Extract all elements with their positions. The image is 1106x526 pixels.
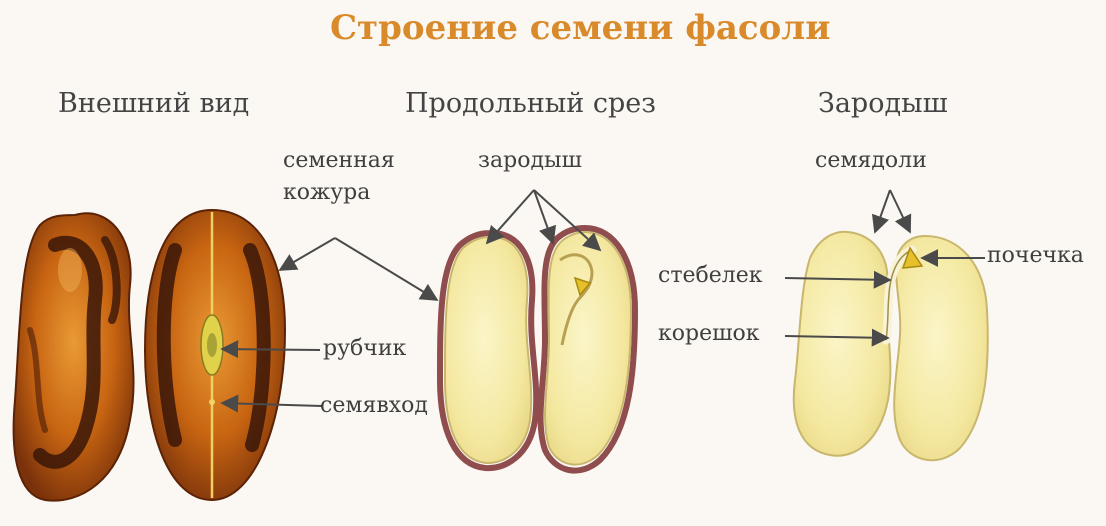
label-micropyle: семявход: [320, 393, 428, 418]
heading-exterior: Внешний вид: [58, 88, 250, 119]
label-cotyledons: семядоли: [815, 148, 927, 173]
label-stem: стебелек: [658, 263, 763, 288]
pointer-lines: [220, 189, 985, 413]
bean-side-view: [12, 212, 135, 502]
bean-front-view: [143, 208, 287, 502]
page-title: Строение семени фасоли: [330, 8, 831, 48]
embryo-right-cotyledon: [893, 234, 989, 462]
label-embryo: зародыш: [478, 148, 582, 173]
label-seed-coat-line2: кожура: [283, 180, 371, 205]
label-hilum: рубчик: [323, 336, 407, 361]
section-left-half: [436, 229, 540, 472]
label-seed-coat-line1: семенная: [283, 148, 395, 173]
label-root: корешок: [658, 321, 760, 346]
heading-embryo: Зародыш: [818, 88, 948, 119]
section-right-half: [537, 224, 639, 474]
label-bud: почечка: [987, 243, 1084, 268]
heading-section: Продольный срез: [405, 88, 656, 119]
embryo-left-cotyledon: [792, 230, 892, 457]
